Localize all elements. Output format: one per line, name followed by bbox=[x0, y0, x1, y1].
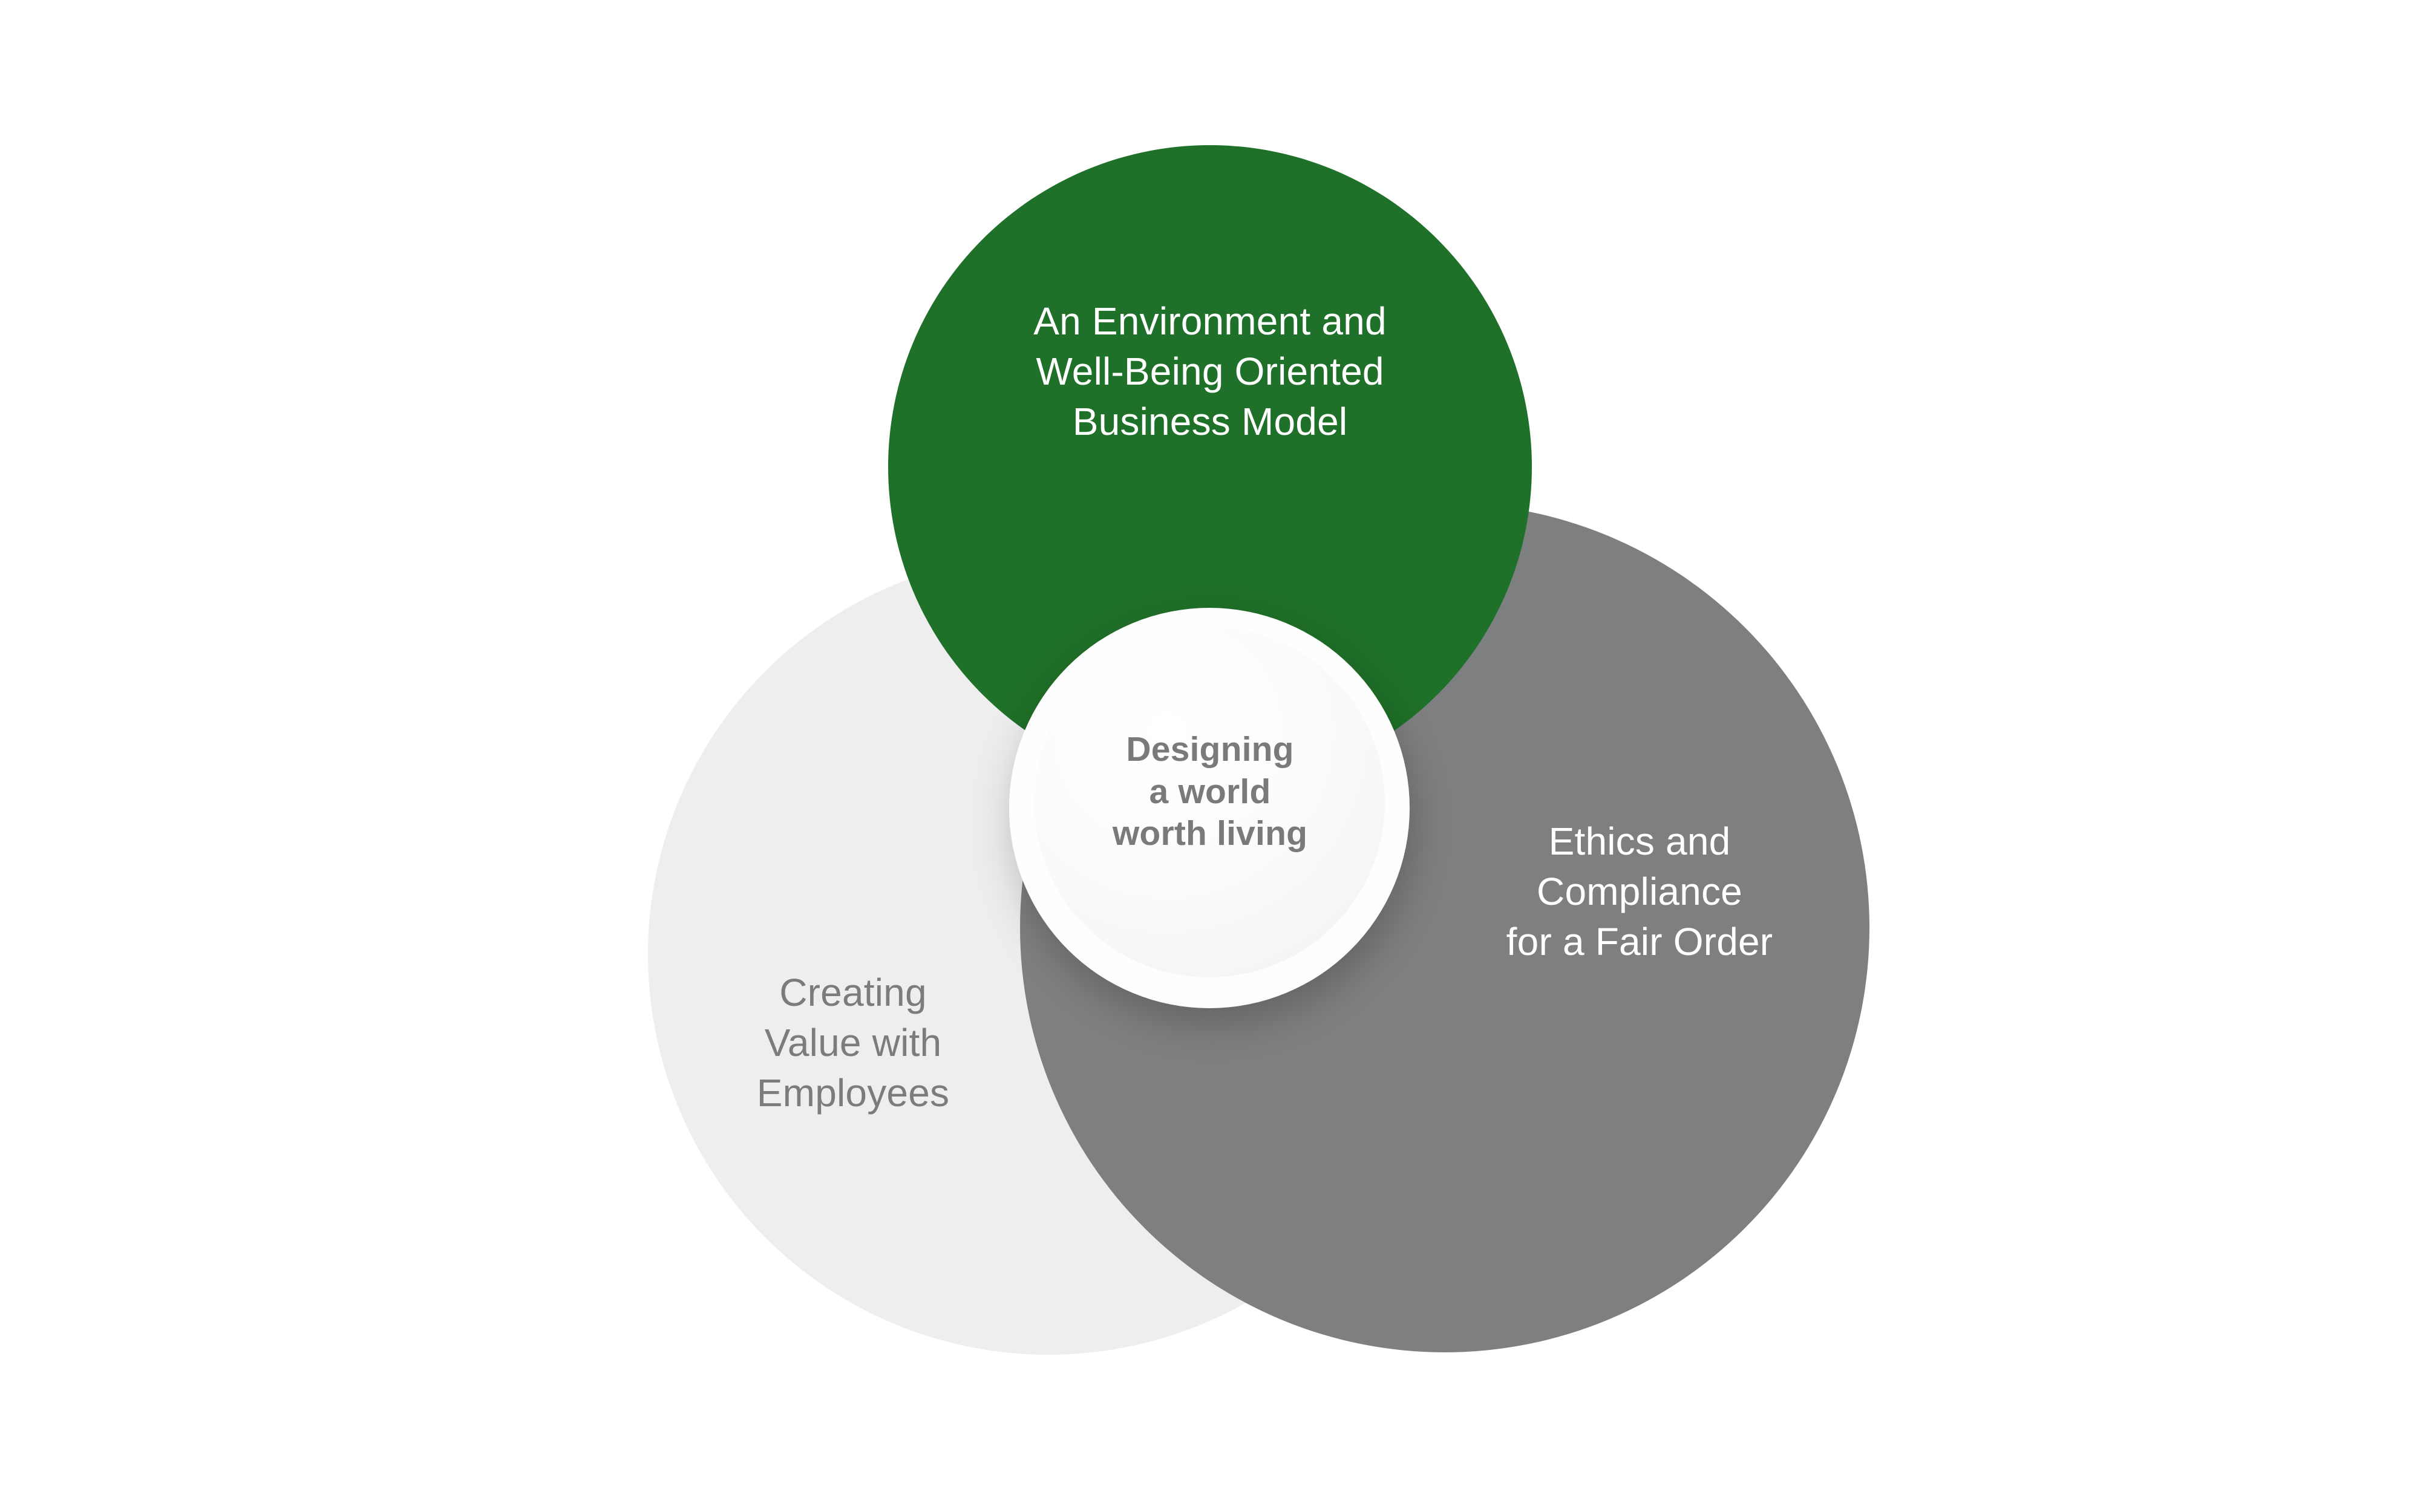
circle-core-group[interactable] bbox=[1009, 608, 1410, 1008]
label-environment: An Environment and Well-Being Oriented B… bbox=[1033, 299, 1387, 444]
circle-core bbox=[1034, 627, 1385, 977]
label-ethics: Ethics and Compliance for a Fair Order bbox=[1506, 820, 1773, 964]
label-employees: Creating Value with Employees bbox=[756, 971, 950, 1115]
circle-environment[interactable] bbox=[888, 145, 1532, 789]
label-core: Designing a world worth living bbox=[1112, 730, 1308, 853]
